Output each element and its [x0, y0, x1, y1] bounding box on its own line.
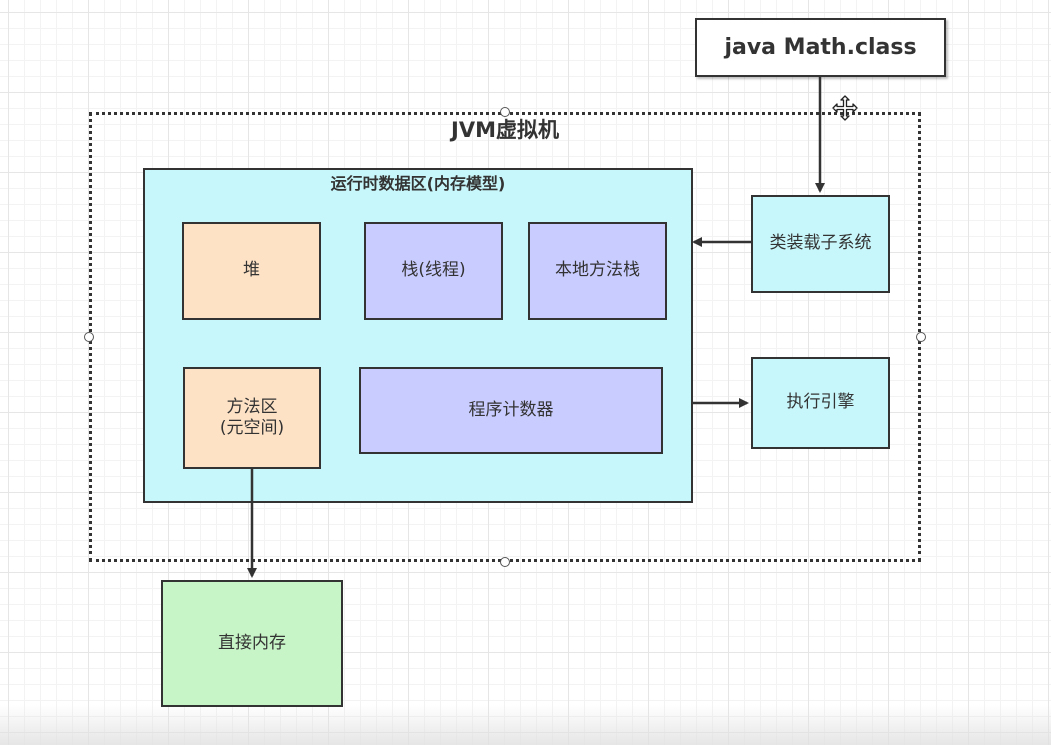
execution-engine-box[interactable]: 执行引擎 — [751, 357, 890, 449]
method-area-sublabel: (元空间) — [219, 418, 285, 438]
method-area-box[interactable]: 方法区 (元空间) — [183, 367, 321, 469]
native-method-stack-box[interactable]: 本地方法栈 — [528, 222, 667, 320]
direct-memory-box[interactable]: 直接内存 — [161, 580, 343, 707]
heap-label: 堆 — [243, 260, 260, 281]
selection-handle-right[interactable] — [916, 332, 926, 342]
stack-box[interactable]: 栈(线程) — [364, 222, 503, 320]
selection-handle-top[interactable] — [500, 107, 510, 117]
stack-label: 栈(线程) — [401, 260, 466, 281]
program-counter-box[interactable]: 程序计数器 — [359, 367, 663, 454]
class-loader-box[interactable]: 类装载子系统 — [751, 195, 890, 293]
runtime-data-area-title: 运行时数据区(内存模型) — [330, 174, 506, 193]
class-loader-label: 类装载子系统 — [769, 233, 872, 254]
java-class-box[interactable]: java Math.class — [695, 18, 946, 77]
move-cursor-icon — [832, 95, 858, 121]
execution-engine-label: 执行引擎 — [786, 392, 855, 413]
native-method-stack-label: 本地方法栈 — [555, 260, 640, 281]
selection-handle-left[interactable] — [84, 332, 94, 342]
java-class-label: java Math.class — [724, 35, 917, 60]
method-area-label: 方法区 — [226, 396, 278, 417]
jvm-title: JVM虚拟机 — [451, 118, 559, 142]
program-counter-label: 程序计数器 — [468, 399, 554, 420]
heap-box[interactable]: 堆 — [182, 222, 321, 320]
direct-memory-label: 直接内存 — [218, 632, 286, 653]
selection-handle-bottom[interactable] — [500, 557, 510, 567]
